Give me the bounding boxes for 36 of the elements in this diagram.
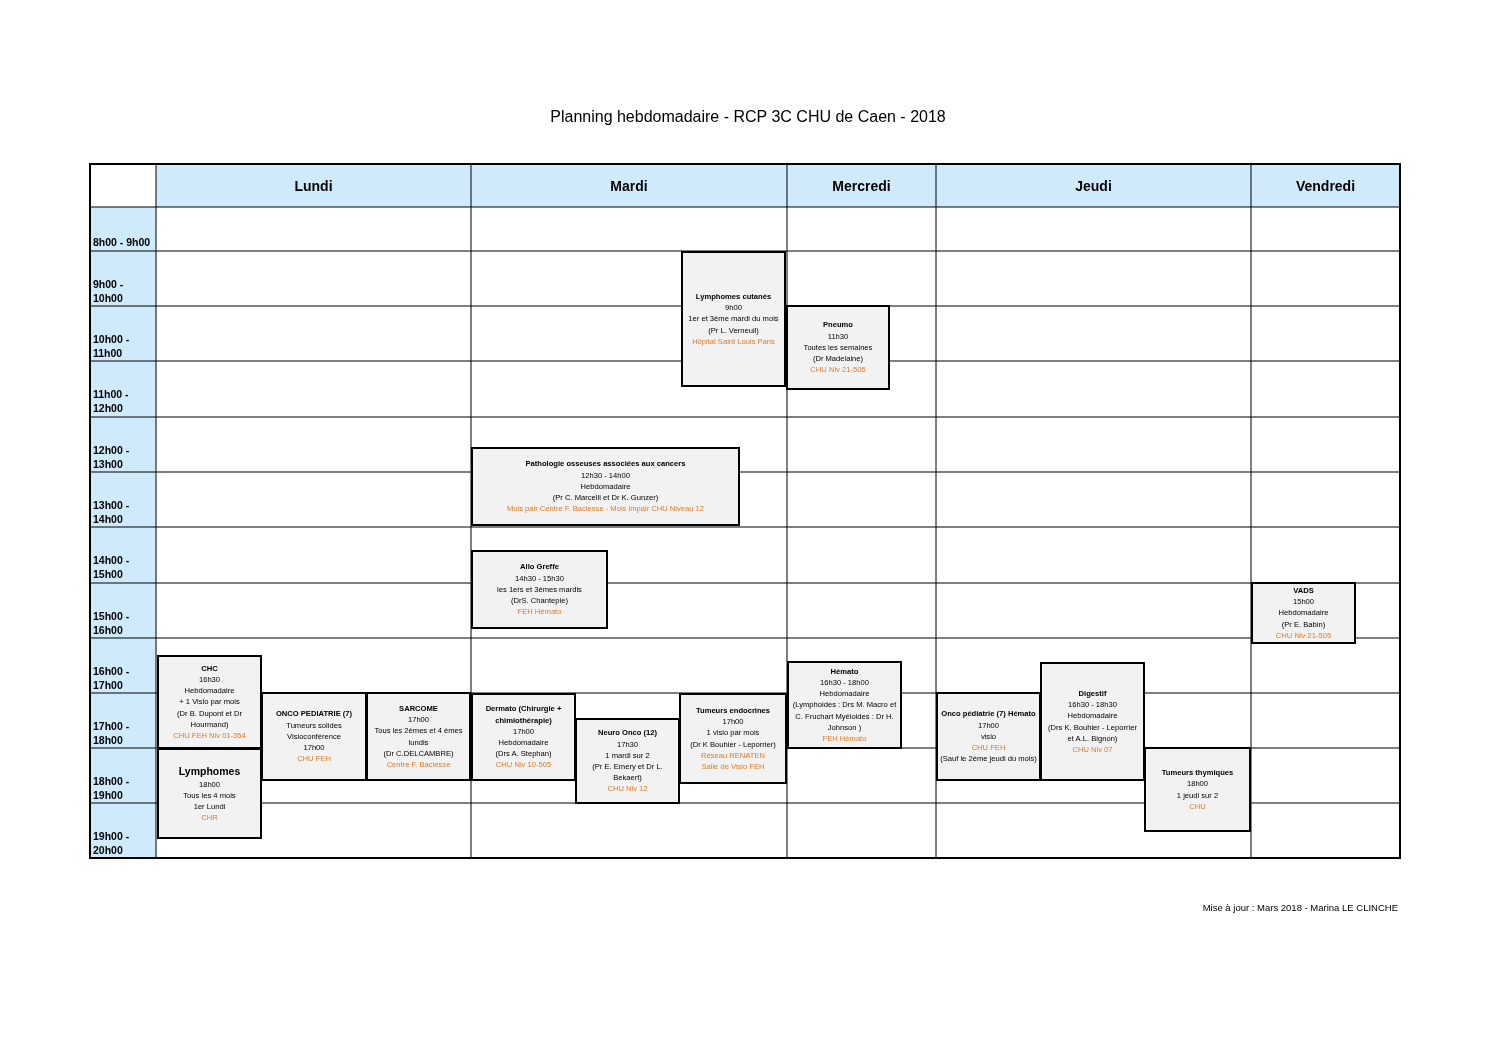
time-label: 19h00 - 20h00 xyxy=(92,829,131,857)
meeting-block xyxy=(575,718,680,804)
day-header: Mardi xyxy=(609,176,649,196)
time-label: 9h00 - 10h00 xyxy=(92,277,125,305)
meeting-block xyxy=(157,748,262,839)
meeting-block xyxy=(471,447,740,526)
meeting-block xyxy=(1040,662,1145,781)
meeting-block xyxy=(1144,747,1251,832)
meeting-block xyxy=(366,692,471,781)
day-header: Jeudi xyxy=(1074,176,1113,196)
meeting-block xyxy=(786,305,890,390)
meeting-block xyxy=(261,692,367,781)
meeting-block xyxy=(471,550,608,629)
meeting-block xyxy=(471,693,576,781)
time-label: 12h00 - 13h00 xyxy=(92,443,131,471)
day-header: Lundi xyxy=(293,176,334,196)
time-label: 13h00 - 14h00 xyxy=(92,498,131,526)
update-note: Mise à jour : Mars 2018 - Marina LE CLINCHE xyxy=(1202,902,1398,913)
meeting-block xyxy=(681,251,786,387)
title: Planning hebdomadaire - RCP 3C CHU de Caen - 2018 xyxy=(549,108,947,126)
time-label: 17h00 - 18h00 xyxy=(92,719,131,747)
day-header: Vendredi xyxy=(1294,176,1357,196)
meeting-block xyxy=(787,661,902,749)
meeting-block xyxy=(936,692,1041,781)
time-label: 14h00 - 15h00 xyxy=(92,553,131,581)
time-label: 8h00 - 9h00 xyxy=(92,235,152,249)
time-label: 11h00 - 12h00 xyxy=(92,387,130,415)
meeting-block xyxy=(1251,582,1356,644)
time-label: 16h00 - 17h00 xyxy=(92,664,131,692)
time-label: 10h00 - 11h00 xyxy=(92,332,131,360)
time-label: 18h00 - 19h00 xyxy=(92,774,131,802)
meeting-title: Lymphomes xyxy=(178,763,241,779)
time-label: 15h00 - 16h00 xyxy=(92,609,131,637)
day-header: Mercredi xyxy=(831,176,892,196)
meeting-block xyxy=(157,655,262,749)
meeting-block xyxy=(679,693,787,784)
